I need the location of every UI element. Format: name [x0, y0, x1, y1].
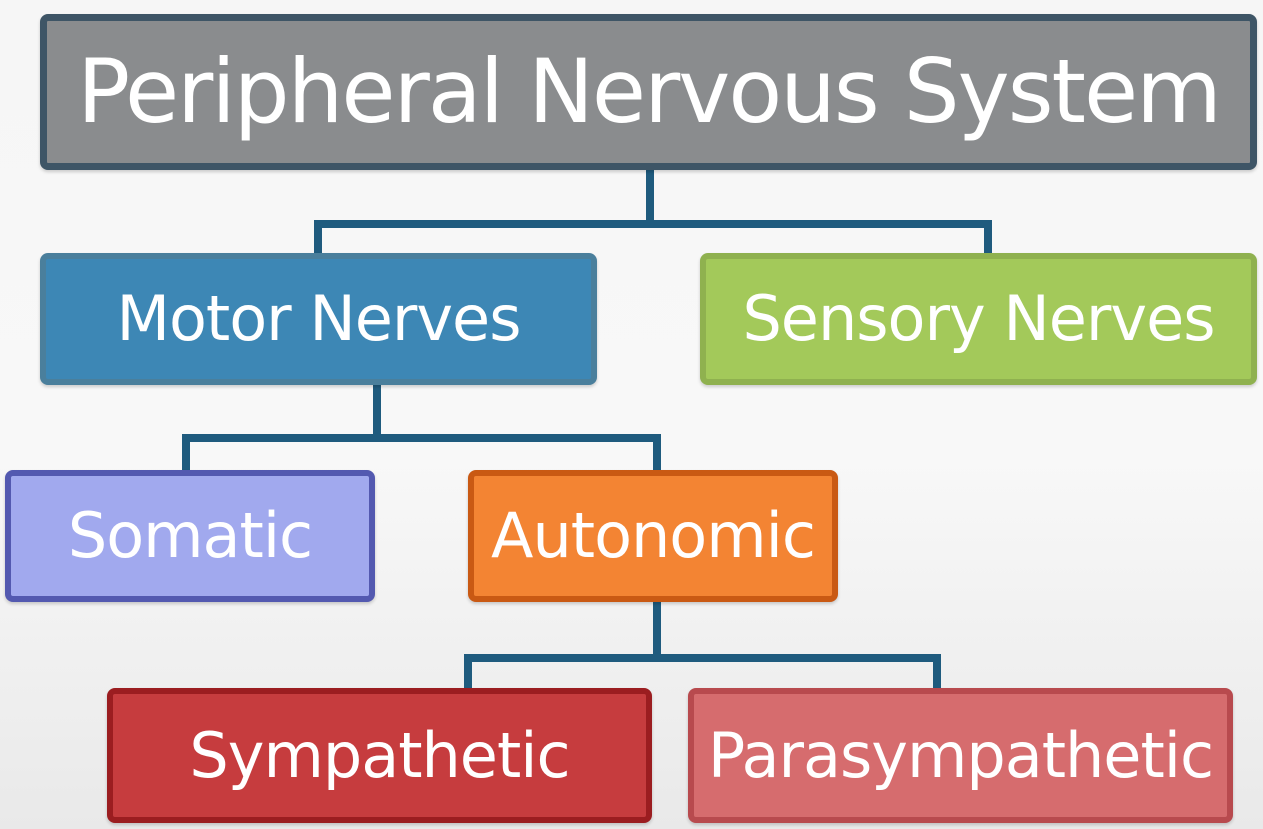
autonomic-box: Autonomic	[468, 470, 838, 602]
somatic-box: Somatic	[5, 470, 375, 602]
somatic-label: Somatic	[67, 499, 313, 572]
sympathetic-box: Sympathetic	[107, 688, 652, 823]
parasympathetic-label: Parasympathetic	[707, 718, 1214, 792]
connector-root-to-children	[314, 166, 992, 257]
parasympathetic-box: Parasympathetic	[688, 688, 1233, 823]
autonomic-label: Autonomic	[491, 499, 816, 572]
connector-motor-to-children	[182, 381, 661, 474]
sensory-nerves-box: Sensory Nerves	[700, 253, 1257, 385]
motor-nerves-label: Motor Nerves	[116, 282, 521, 355]
motor-nerves-box: Motor Nerves	[40, 253, 597, 385]
connector-autonomic-to-children	[464, 598, 941, 692]
peripheral-nervous-system-label: Peripheral Nervous System	[77, 40, 1222, 143]
sensory-nerves-label: Sensory Nerves	[742, 282, 1215, 355]
sympathetic-label: Sympathetic	[189, 718, 570, 792]
peripheral-nervous-system-box: Peripheral Nervous System	[40, 14, 1257, 170]
